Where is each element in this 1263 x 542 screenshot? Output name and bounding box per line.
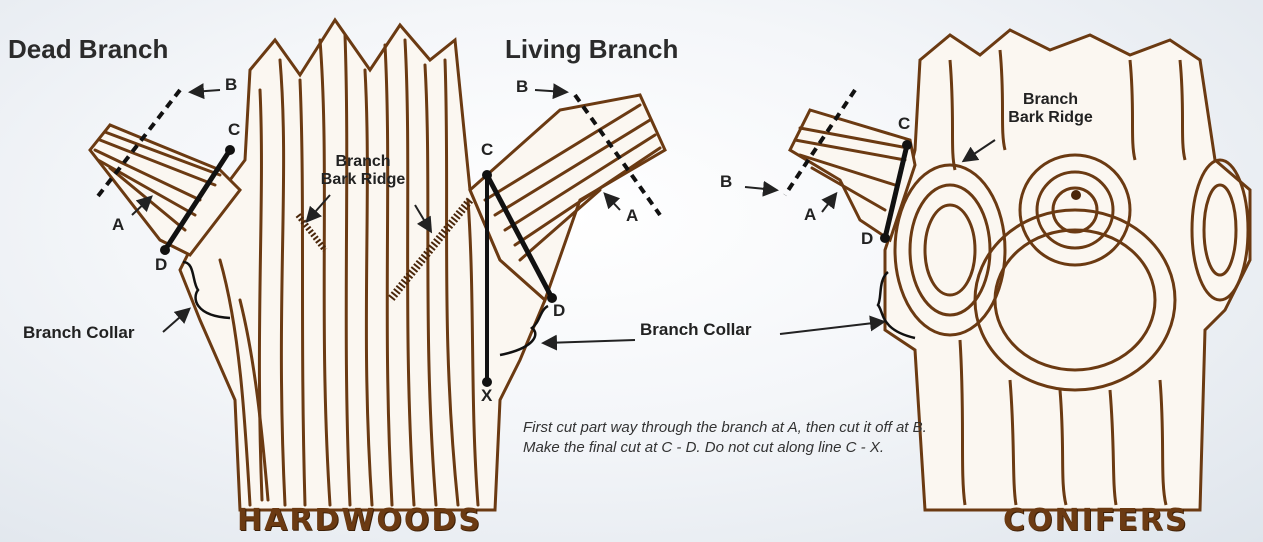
point-c-dead: C (228, 121, 240, 140)
hardwood-branch-collar-label: Branch Collar (23, 324, 134, 343)
conifer-bark-ridge-label: Branch Bark Ridge (993, 91, 1108, 126)
bark-ridge-line1: Branch (308, 153, 418, 171)
hardwoods-footer: HARDWOODS (237, 503, 482, 538)
conifer-branch-collar-label: Branch Collar (640, 321, 751, 340)
point-d-living: D (553, 302, 565, 321)
point-x: X (481, 387, 492, 406)
cutting-instructions: First cut part way through the branch at… (523, 418, 943, 459)
point-d-conifer: D (861, 230, 873, 249)
living-branch-title: Living Branch (505, 35, 678, 64)
point-c-living: C (481, 141, 493, 160)
conifers-footer: CONIFERS (1003, 503, 1188, 538)
point-a-living: A (626, 207, 638, 226)
dead-branch-title: Dead Branch (8, 35, 168, 64)
point-c-conifer: C (898, 115, 910, 134)
point-a-dead: A (112, 216, 124, 235)
point-b-living: B (516, 78, 528, 97)
bark-ridge-line1: Branch (993, 91, 1108, 109)
point-d-dead: D (155, 256, 167, 275)
point-a-conifer: A (804, 206, 816, 225)
point-b-conifer: B (720, 173, 732, 192)
point-b-dead: B (225, 76, 237, 95)
bark-ridge-line2: Bark Ridge (993, 109, 1108, 127)
bark-ridge-line2: Bark Ridge (308, 171, 418, 189)
hardwood-bark-ridge-label: Branch Bark Ridge (308, 153, 418, 188)
